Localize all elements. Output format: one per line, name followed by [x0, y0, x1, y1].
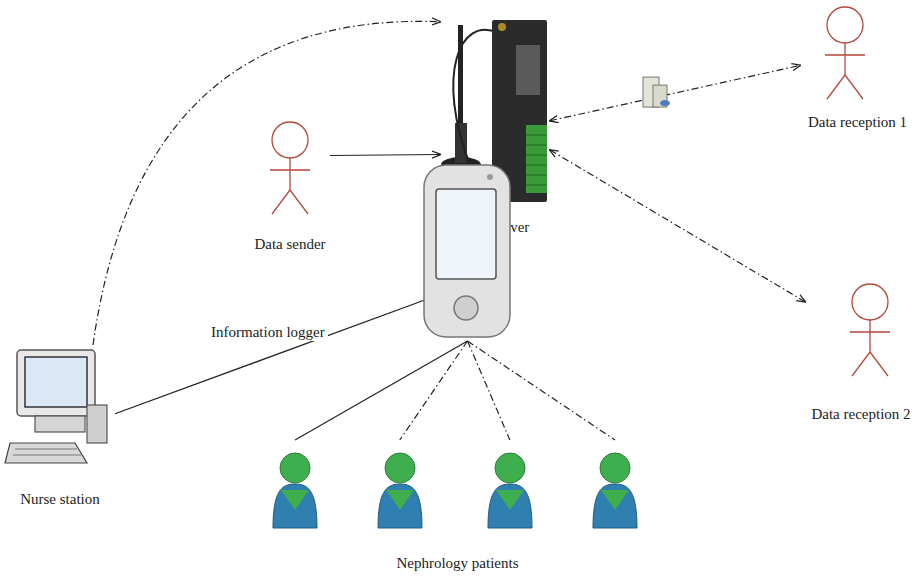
- drawing-part: [386, 490, 414, 510]
- actor-figure: [270, 122, 310, 214]
- connector-line: [550, 65, 800, 120]
- drawing-part: [17, 350, 95, 416]
- drawing-part: [870, 352, 888, 376]
- diagram-node: Data sender: [250, 112, 330, 257]
- drawing-part: [272, 190, 290, 214]
- actor-figure: [825, 7, 865, 99]
- drawing-part: [378, 484, 422, 528]
- drawing-part: [827, 75, 845, 99]
- node-label: Data sender: [247, 235, 333, 253]
- connector-line: [400, 341, 468, 440]
- drawing-part: [87, 405, 107, 443]
- pda-device: [424, 165, 510, 337]
- drawing-part: [385, 453, 415, 483]
- drawing-part: [601, 490, 629, 510]
- drawing-part: [593, 484, 637, 528]
- drawing-part: [850, 331, 890, 332]
- connector: [295, 341, 615, 440]
- drawing-part: [600, 453, 630, 483]
- drawing-part: [35, 416, 85, 432]
- drawing-part: [852, 284, 888, 320]
- connector: [550, 65, 800, 120]
- node-icon: [250, 112, 330, 257]
- node-label: Data reception 1: [797, 113, 918, 131]
- drawing-part: [453, 30, 498, 165]
- drawing-part: [526, 135, 547, 185]
- drawing-part: [660, 100, 670, 106]
- drawing-part: [495, 453, 525, 483]
- drawing-part: [845, 75, 863, 99]
- drawing-part: [458, 25, 463, 125]
- connector-line: [550, 150, 805, 302]
- connector: [93, 21, 440, 345]
- connector-line: [295, 341, 467, 440]
- drawing-part: [852, 352, 870, 376]
- drawing-part: [436, 189, 496, 279]
- connector-line: [330, 155, 440, 156]
- drawing-part: [827, 7, 863, 43]
- node-label: Information logger: [208, 323, 328, 341]
- drawing-part: [273, 484, 317, 528]
- patient-figure: [273, 453, 317, 528]
- drawing-part: [844, 43, 845, 75]
- node-label: Nurse station: [2, 490, 118, 508]
- diagram-node: Data reception 1: [800, 3, 915, 133]
- drawing-part: [454, 296, 478, 320]
- connector-line: [115, 298, 430, 414]
- connector: [550, 150, 805, 302]
- drawing-part: [13, 449, 81, 455]
- node-label: Data reception 2: [802, 405, 919, 423]
- drawing-part: [5, 443, 87, 463]
- drawing-part: [280, 453, 310, 483]
- drawing-part: [496, 490, 524, 510]
- node-label: Nephrology patients: [262, 554, 653, 572]
- diagram-node: Nephrology patients: [265, 440, 650, 578]
- drawing-part: [281, 490, 309, 510]
- drawing-part: [526, 125, 547, 193]
- drawing-part: [487, 174, 493, 180]
- patient-figure: [488, 453, 532, 528]
- drawing-part: [424, 165, 510, 337]
- diagram-node: Information logger: [420, 163, 515, 341]
- node-icon: [800, 3, 915, 133]
- node-icon: [420, 163, 515, 341]
- connector: [115, 298, 430, 414]
- drawing-part: [825, 54, 865, 55]
- drawing-part: [270, 169, 310, 170]
- drawing-part: [516, 45, 540, 95]
- node-icon: [805, 280, 917, 425]
- computer-icon: [5, 350, 107, 463]
- connector-line: [468, 341, 615, 440]
- drawing-part: [488, 484, 532, 528]
- drawing-part: [289, 158, 290, 190]
- patient-figure: [378, 453, 422, 528]
- drawing-part: [498, 23, 506, 31]
- patient-figure: [593, 453, 637, 528]
- diagram-node: Nurse station: [5, 345, 115, 517]
- drawing-part: [290, 190, 308, 214]
- drawing-part: [455, 123, 467, 163]
- connector-line: [93, 21, 440, 345]
- drawing-part: [272, 122, 308, 158]
- drawing-part: [869, 320, 870, 352]
- actor-figure: [850, 284, 890, 376]
- drawing-part: [25, 357, 87, 407]
- server-icon: [643, 77, 670, 107]
- diagram-node: Data reception 2: [805, 280, 917, 425]
- connector: [330, 155, 440, 156]
